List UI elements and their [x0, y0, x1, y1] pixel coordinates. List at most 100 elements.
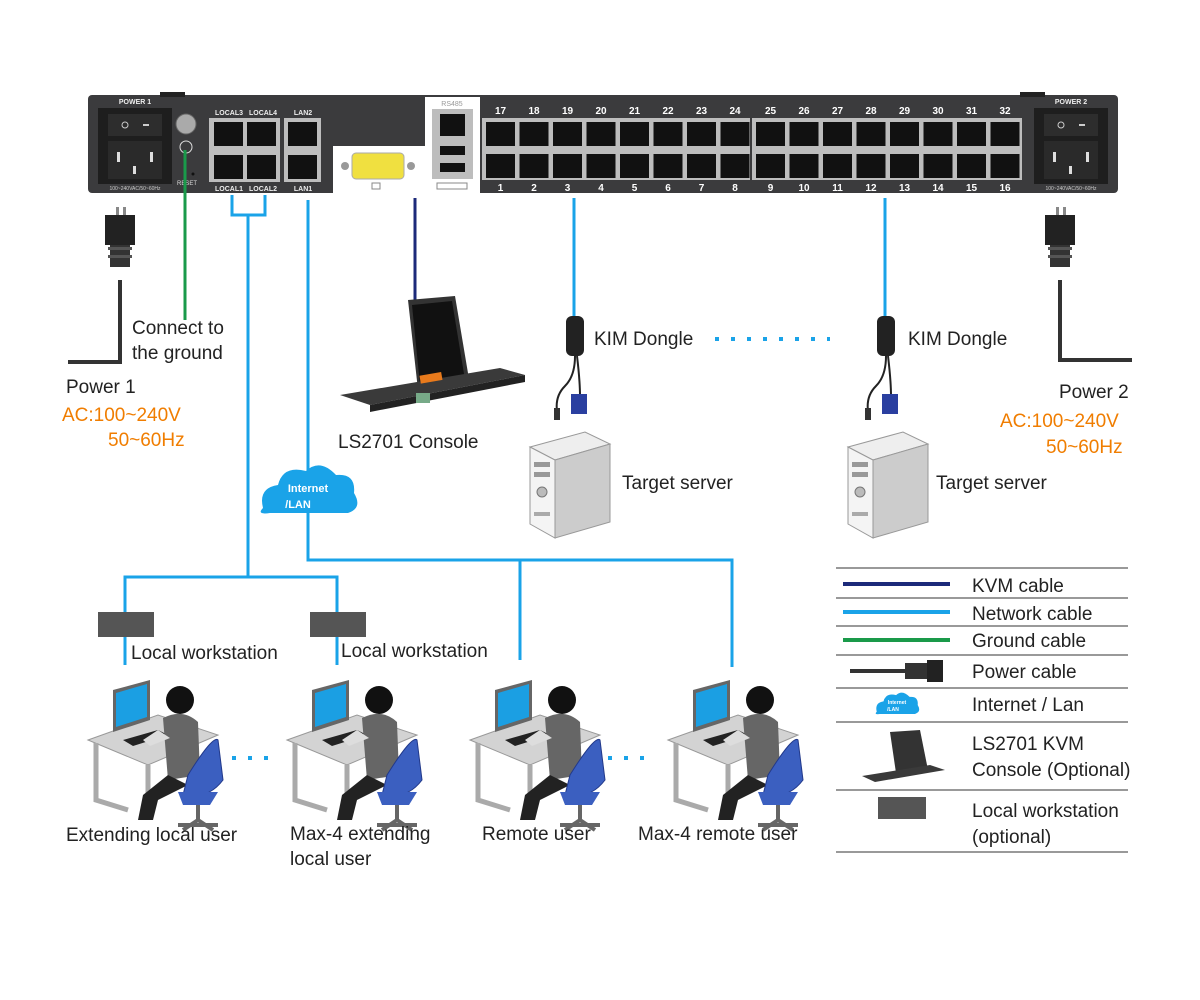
local4-port[interactable]: [247, 122, 276, 146]
local1-port[interactable]: [214, 155, 243, 179]
console-port[interactable]: [923, 122, 953, 146]
legend-workstation-label-2: (optional): [972, 827, 1051, 848]
power-cable-1: [68, 280, 122, 364]
max4-extending-local-user-icon: [287, 680, 422, 830]
usb-port-1[interactable]: [440, 146, 465, 155]
console-port[interactable]: [687, 154, 716, 178]
console-port[interactable]: [519, 154, 549, 178]
user1-label: Extending local user: [66, 825, 238, 846]
console-port[interactable]: [586, 154, 616, 178]
power1-frequency: 50~60Hz: [108, 430, 185, 451]
console-port[interactable]: [756, 154, 785, 178]
console-port[interactable]: [519, 122, 549, 146]
local-workstation-b-box: [310, 612, 366, 637]
server-a-label: Target server: [622, 473, 734, 494]
console-port[interactable]: [823, 154, 852, 178]
port-number-label: 17: [495, 106, 507, 117]
console-port[interactable]: [486, 154, 515, 178]
console-port[interactable]: [856, 154, 886, 178]
cables: [68, 150, 1132, 760]
rs485-port[interactable]: [440, 114, 465, 136]
local3-label: LOCAL3: [215, 110, 243, 117]
console-port[interactable]: [923, 154, 953, 178]
console-port[interactable]: [620, 154, 649, 178]
rs485-label: RS485: [441, 101, 463, 108]
kim-dongle-b-icon: [864, 315, 899, 421]
port-number-label: 26: [798, 106, 810, 117]
console-port[interactable]: [890, 122, 919, 146]
console-port[interactable]: [486, 122, 515, 146]
console-port[interactable]: [553, 154, 582, 178]
power-plug-1-icon: [105, 207, 135, 267]
console-label: LS2701 Console: [338, 432, 479, 453]
internet-lan-cloud-icon: Internet /LAN: [260, 465, 358, 514]
port-number-label: 7: [699, 183, 705, 194]
console-port[interactable]: [990, 154, 1020, 178]
power1-panel-label: POWER 1: [119, 99, 151, 106]
console-port[interactable]: [756, 122, 785, 146]
legend-kvm-cable-label: KVM cable: [972, 576, 1064, 597]
console-port[interactable]: [653, 122, 683, 146]
local3-port[interactable]: [214, 122, 243, 146]
legend-console-label-1: LS2701 KVM: [972, 734, 1084, 755]
console-port[interactable]: [990, 122, 1020, 146]
port-number-label: 16: [999, 183, 1011, 194]
legend-internet-cloud-icon: Internet /LAN: [875, 692, 920, 715]
port-number-label: 25: [765, 106, 777, 117]
vga-port[interactable]: [351, 152, 405, 180]
local2-port[interactable]: [247, 155, 276, 179]
console-port[interactable]: [720, 154, 750, 178]
port-number-label: 14: [932, 183, 944, 194]
port-number-label: 23: [696, 106, 708, 117]
user3-label: Remote user: [482, 824, 591, 845]
lan1-port[interactable]: [288, 155, 317, 179]
power2-voltage: AC:100~240V: [1000, 411, 1119, 432]
port-number-label: 3: [565, 183, 571, 194]
dongle-a-label: KIM Dongle: [594, 329, 693, 350]
cloud-label-line1: Internet: [288, 483, 329, 495]
console-port[interactable]: [789, 154, 819, 178]
console-port[interactable]: [620, 122, 649, 146]
lan-network-cable: [306, 200, 734, 667]
keyboard-mouse-icon: [436, 182, 468, 190]
usb-port-2[interactable]: [440, 163, 465, 172]
port-number-label: 27: [832, 106, 844, 117]
cloud-label-line2: /LAN: [285, 499, 311, 511]
port-number-label: 10: [798, 183, 810, 194]
console-port[interactable]: [890, 154, 919, 178]
console-port[interactable]: [957, 122, 986, 146]
console-port[interactable]: [789, 122, 819, 146]
console-port[interactable]: [823, 122, 852, 146]
port-number-label: 24: [729, 106, 741, 117]
port-number-label: 29: [899, 106, 911, 117]
console-port[interactable]: [856, 122, 886, 146]
port-number-label: 12: [865, 183, 877, 194]
port-number-label: 21: [629, 106, 641, 117]
local1-label: LOCAL1: [215, 186, 243, 193]
legend-console-icon: [862, 730, 945, 782]
extending-local-user-icon: [88, 680, 223, 830]
console-port[interactable]: [653, 154, 683, 178]
console-port[interactable]: [553, 122, 582, 146]
power1-voltage: AC:100~240V: [62, 405, 181, 426]
port-number-label: 32: [999, 106, 1011, 117]
power-inlet-1: POWER 1 100~240VAC/50~60Hz: [98, 99, 172, 192]
ground-label-line1: Connect to: [132, 318, 224, 339]
user2-label-line1: Max-4 extending: [290, 824, 430, 845]
legend-console-label-2: Console (Optional): [972, 760, 1130, 781]
console-port[interactable]: [720, 122, 750, 146]
reset-button[interactable]: [191, 172, 195, 176]
console-port[interactable]: [687, 122, 716, 146]
workstation-b-label: Local workstation: [341, 641, 488, 662]
lan2-port[interactable]: [288, 122, 317, 146]
legend-ground-cable-label: Ground cable: [972, 631, 1086, 652]
console-port[interactable]: [586, 122, 616, 146]
reset-label: RESET: [177, 181, 197, 187]
ground-label-line2: the ground: [132, 343, 223, 364]
user4-label: Max-4 remote user: [638, 824, 798, 845]
port-number-label: 2: [531, 183, 537, 194]
power2-rating: 100~240VAC/50~60Hz: [1045, 186, 1097, 192]
console-port[interactable]: [957, 154, 986, 178]
power2-label: Power 2: [1059, 382, 1129, 403]
